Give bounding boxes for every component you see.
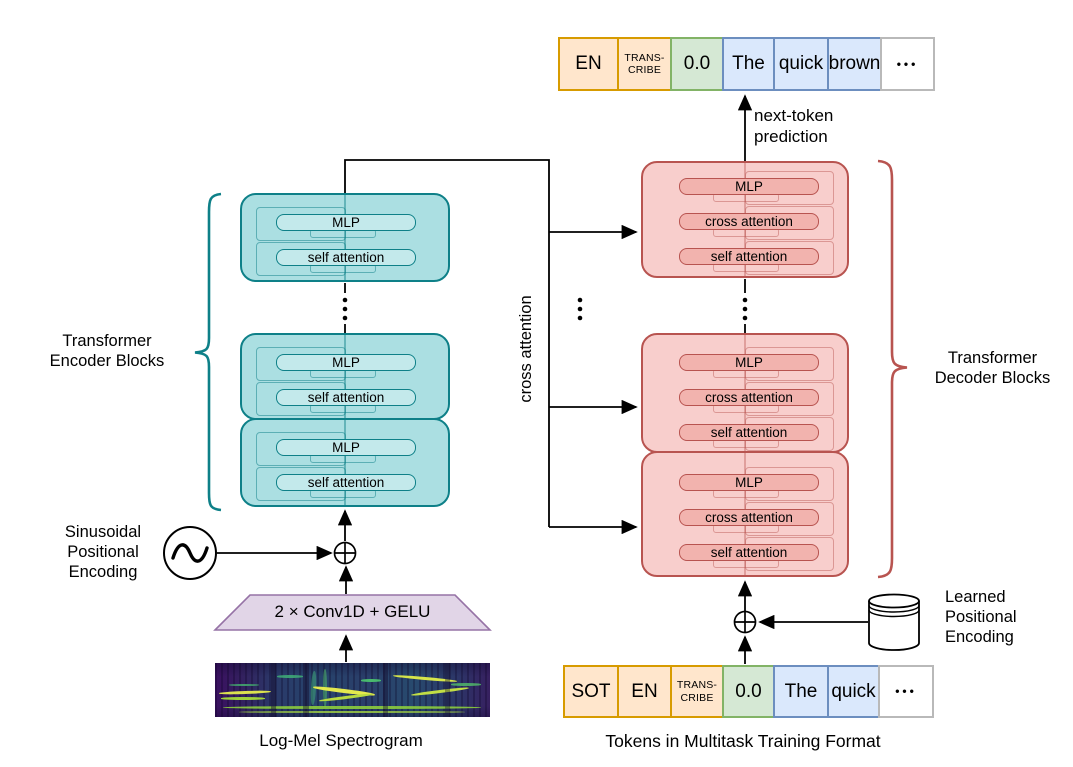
token-cell: The [722, 37, 775, 91]
token-cell-ellipsis: ••• [880, 37, 935, 91]
spectrogram-streak [383, 663, 388, 717]
token-label: ••• [895, 684, 917, 699]
token-label: EN [575, 53, 602, 75]
sinusoidal-positional-encoding-label: Sinusoidal Positional Encoding [64, 523, 142, 582]
box-label: MLP [735, 474, 763, 490]
token-cell: TRANS- CRIBE [617, 37, 672, 91]
cross-attention-box: cross attention [679, 389, 819, 406]
spectrogram-streak [239, 711, 465, 713]
box-label: MLP [332, 354, 360, 370]
spectrogram-streak [451, 683, 481, 686]
token-cell: quick [827, 665, 880, 718]
mlp-box: MLP [679, 354, 819, 371]
token-cell: 0.0 [670, 37, 724, 91]
box-label: cross attention [705, 213, 793, 229]
token-label: The [732, 53, 765, 75]
token-cell: brown [827, 37, 882, 91]
decoder-brace-label: Transformer Decoder Blocks [934, 349, 1051, 388]
spectrogram-streak [319, 692, 373, 703]
spectrogram-streak [223, 706, 481, 709]
box-label: cross attention [705, 509, 793, 525]
decoder-block: MLP cross attention self attention [641, 451, 849, 577]
spectrogram-streak [445, 663, 450, 717]
token-label: 0.0 [683, 53, 711, 75]
token-cell-ellipsis: ••• [878, 665, 934, 718]
box-label: self attention [307, 389, 385, 405]
token-label: 0.0 [735, 680, 762, 702]
spectrogram-caption: Log-Mel Spectrogram [259, 731, 423, 750]
self-attention-box: self attention [679, 544, 819, 561]
spectrogram-streak [277, 675, 303, 678]
cross-attention-box: cross attention [679, 509, 819, 526]
token-cell: EN [558, 37, 619, 91]
mlp-box: MLP [276, 214, 416, 231]
input-token-row: SOT EN TRANS- CRIBE 0.0 The quick ••• [563, 665, 934, 718]
self-attention-box: self attention [276, 474, 416, 491]
encoder-block: MLP self attention [240, 193, 450, 282]
tokens-caption: Tokens in Multitask Training Format [605, 731, 881, 751]
output-token-row: EN TRANS- CRIBE 0.0 The quick brown ••• [558, 37, 935, 91]
token-cell: quick [773, 37, 829, 91]
token-label: SOT [571, 680, 611, 702]
spectrogram-streak [361, 679, 381, 682]
circled-plus-icon [333, 541, 357, 565]
token-cell: 0.0 [722, 665, 775, 718]
learned-positional-encoding-label: Learned Positional Encoding [945, 588, 1017, 647]
conv-stem-label: 2 × Conv1D + GELU [274, 602, 431, 621]
cross-attention-box: cross attention [679, 213, 819, 230]
encoder-block: MLP self attention [240, 333, 450, 420]
next-token-prediction-label: next-token prediction [754, 106, 834, 147]
decoder-brace [877, 159, 908, 579]
self-attention-box: self attention [276, 389, 416, 406]
spectrogram-streak [218, 690, 272, 695]
mlp-box: MLP [679, 178, 819, 195]
mlp-box: MLP [276, 354, 416, 371]
decoder-block: MLP cross attention self attention [641, 161, 849, 278]
token-cell: SOT [563, 665, 619, 718]
token-label: ••• [896, 56, 919, 71]
self-attention-box: self attention [679, 248, 819, 265]
log-mel-spectrogram-image [215, 663, 490, 717]
box-label: MLP [735, 178, 763, 194]
box-label: MLP [332, 214, 360, 230]
self-attention-box: self attention [679, 424, 819, 441]
spectrogram-streak [303, 663, 309, 717]
token-label: quick [778, 53, 824, 75]
token-label: TRANS- CRIBE [676, 679, 718, 704]
token-label: TRANS- CRIBE [624, 51, 665, 76]
decoder-block: MLP cross attention self attention [641, 333, 849, 453]
token-cell: TRANS- CRIBE [670, 665, 724, 718]
token-cell: The [773, 665, 829, 718]
token-cell: EN [617, 665, 672, 718]
encoder-brace-label: Transformer Encoder Blocks [49, 332, 165, 371]
box-label: MLP [332, 439, 360, 455]
ellipsis-dots [342, 297, 748, 321]
encoder-brace [194, 192, 222, 512]
encoder-block: MLP self attention [240, 418, 450, 507]
token-label: EN [631, 680, 658, 702]
mlp-box: MLP [276, 439, 416, 456]
database-cylinder-icon [868, 593, 920, 651]
mlp-box: MLP [679, 474, 819, 491]
circled-plus-icon [733, 610, 757, 634]
spectrogram-streak [411, 686, 469, 697]
box-label: self attention [710, 248, 788, 264]
spectrogram-streak [229, 684, 259, 686]
box-label: MLP [735, 354, 763, 370]
box-label: self attention [307, 249, 385, 265]
box-label: self attention [710, 544, 788, 560]
token-label: quick [831, 680, 876, 702]
cross-attention-label: cross attention [517, 295, 535, 403]
box-label: self attention [710, 424, 788, 440]
token-label: The [784, 680, 818, 702]
spectrogram-streak [271, 663, 276, 717]
box-label: cross attention [705, 389, 793, 405]
box-label: self attention [307, 474, 385, 490]
self-attention-box: self attention [276, 249, 416, 266]
token-label: brown [828, 53, 881, 75]
spectrogram-streak [221, 697, 265, 700]
